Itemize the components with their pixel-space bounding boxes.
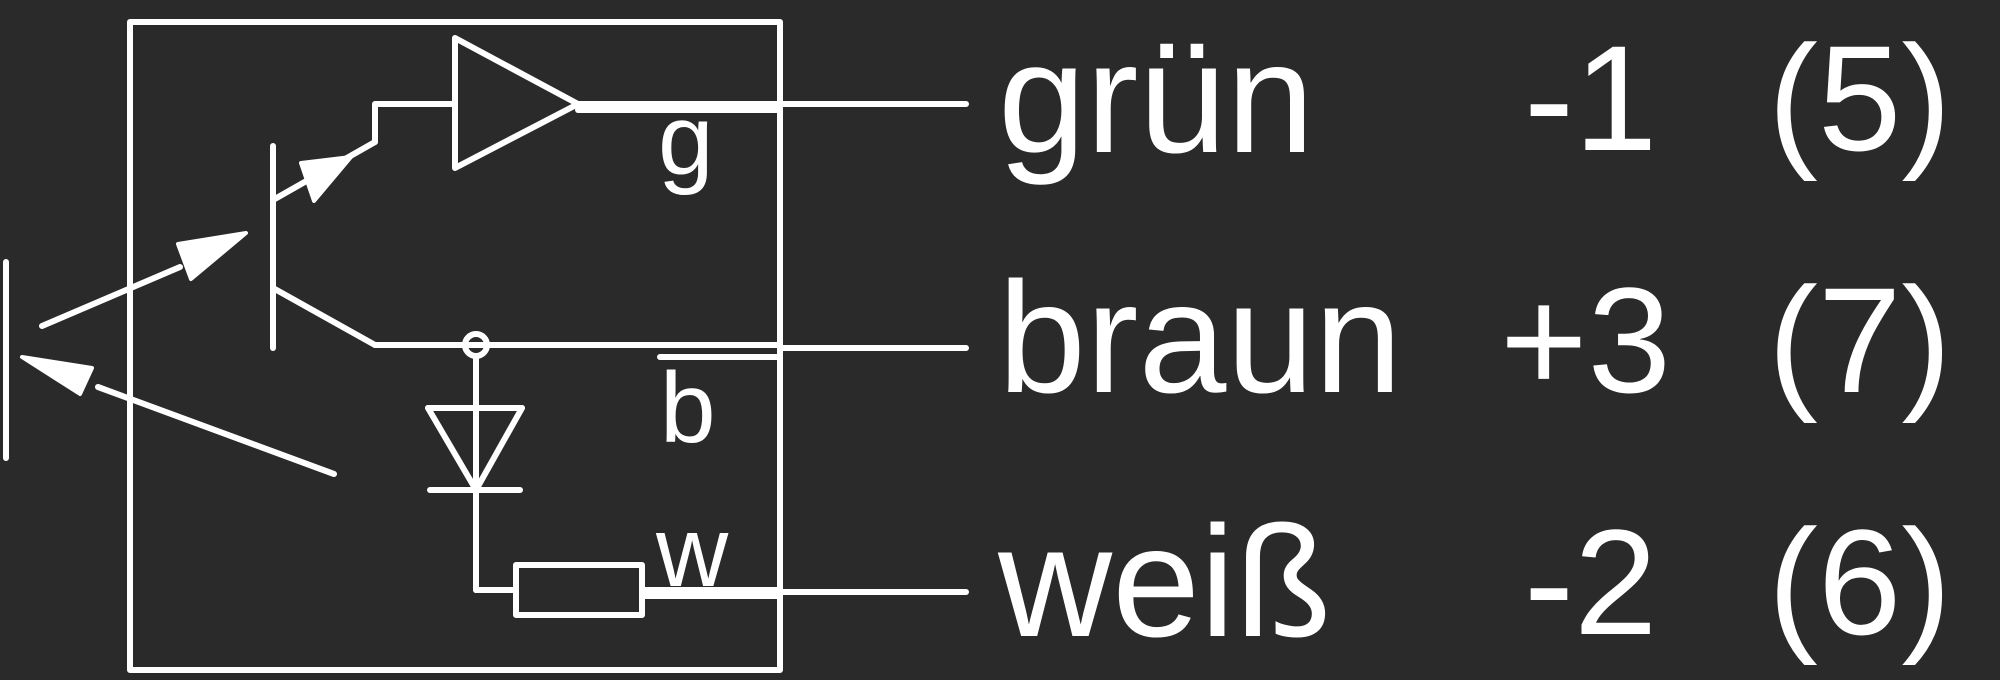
brown-pin-letter: b <box>660 352 716 464</box>
phototransistor <box>270 101 458 351</box>
wire-white-pin: (6) <box>1768 498 1951 666</box>
green-pin-letter: g <box>658 84 714 196</box>
wire-green-pin: (5) <box>1768 14 1951 182</box>
wire-brown-pin: (7) <box>1768 256 1951 424</box>
wire-brown-value: +3 <box>1500 256 1671 424</box>
white-pin-letter: w <box>655 496 729 608</box>
wire-green-name: grün <box>998 10 1314 186</box>
emitted-light-arrowhead <box>20 355 94 396</box>
emitter-diode <box>425 353 525 593</box>
sensor-housing <box>127 19 783 673</box>
wire-brown-name: braun <box>998 250 1402 426</box>
wire-white-value: -2 <box>1524 498 1657 666</box>
emitted-light-ray <box>20 355 337 477</box>
resistor-body <box>513 562 645 618</box>
incoming-light-ray <box>39 231 248 329</box>
transistor-to-amplifier-wire <box>372 101 458 145</box>
resistor <box>473 562 783 618</box>
transistor-emitter-arrowhead <box>299 155 353 203</box>
incoming-light-arrowhead <box>176 231 248 281</box>
wire-white-name: weiß <box>997 494 1332 670</box>
amplifier-triangle <box>452 35 581 171</box>
transistor-collector-lead <box>270 285 378 348</box>
wire-green-value: -1 <box>1524 14 1657 182</box>
